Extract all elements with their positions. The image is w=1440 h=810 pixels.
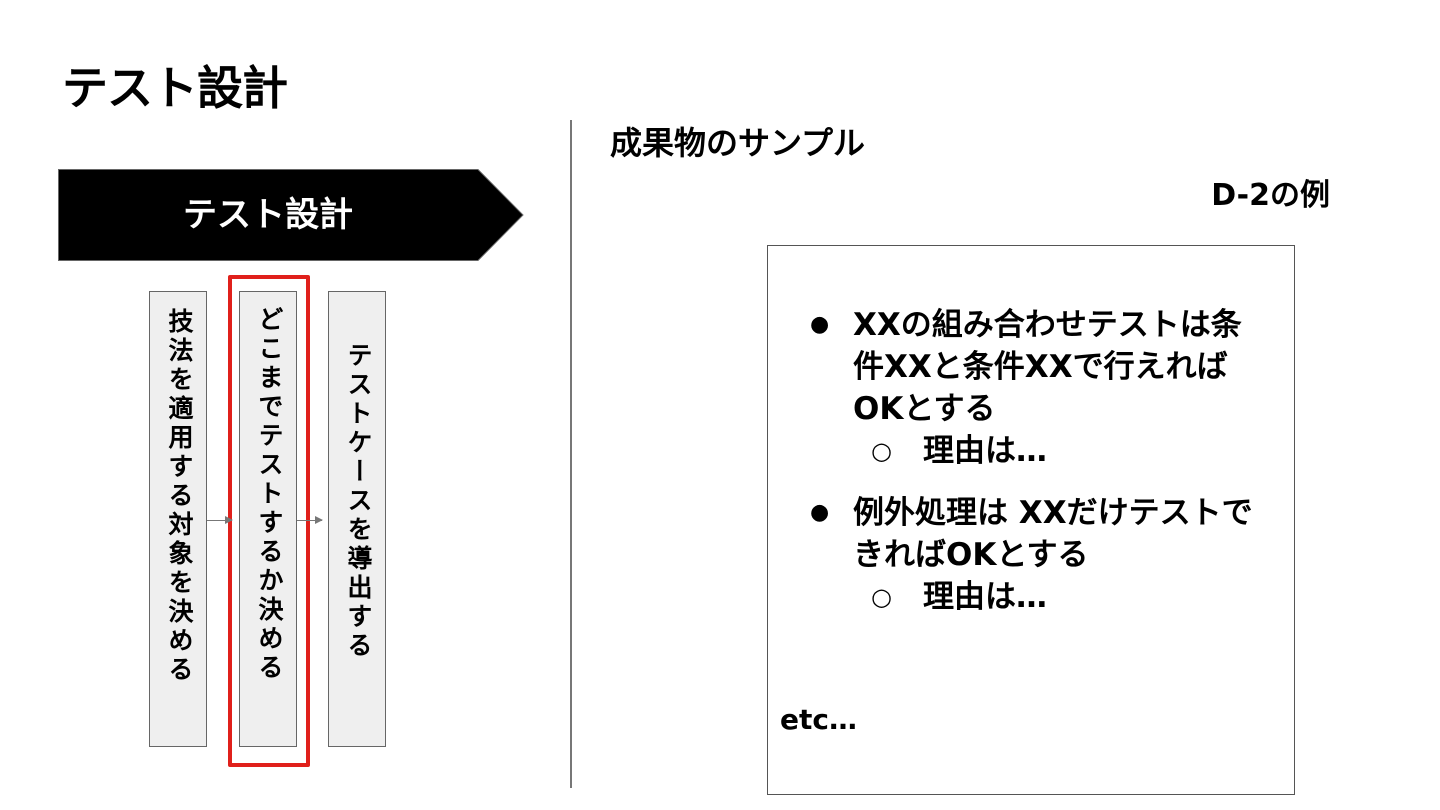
step-derive-test-cases: テストケースを導出する xyxy=(328,291,386,747)
phase-label: テスト設計 xyxy=(183,195,353,235)
circle-bullet-icon: ○ xyxy=(871,437,892,465)
sub-list-item: ○ 理由は… xyxy=(853,576,1263,618)
phase-banner: テスト設計 xyxy=(58,169,524,261)
list-item-text: XXの組み合わせテストは条件XXと条件XXで行えればOKとする xyxy=(853,307,1242,427)
highlight-frame xyxy=(228,275,310,767)
section-heading: 成果物のサンプル xyxy=(610,124,866,162)
step-label: どこまでテストするか決める xyxy=(255,306,284,683)
arrow-right-icon xyxy=(297,516,323,524)
step-label: テストケースを導出する xyxy=(344,342,373,661)
sub-item-text: 理由は… xyxy=(923,433,1047,469)
list-item-text: 例外処理は XXだけテストできればOKとする xyxy=(853,495,1253,573)
step-decide-scope: どこまでテストするか決める xyxy=(239,291,297,747)
sample-box: ● XXの組み合わせテストは条件XXと条件XXで行えればOKとする ○ 理由は…… xyxy=(767,245,1295,795)
etc-text: etc… xyxy=(780,703,857,736)
step-apply-technique: 技法を適用する対象を決める xyxy=(149,291,207,747)
bullet-list: ● XXの組み合わせテストは条件XXと条件XXで行えればOKとする ○ 理由は…… xyxy=(808,304,1263,618)
list-item: ● XXの組み合わせテストは条件XXと条件XXで行えればOKとする ○ 理由は… xyxy=(808,304,1263,472)
list-item: ● 例外処理は XXだけテストできればOKとする ○ 理由は… xyxy=(808,492,1263,618)
banner-arrow-shape xyxy=(58,169,524,261)
bullet-icon: ● xyxy=(810,312,830,337)
page-title: テスト設計 xyxy=(62,61,288,115)
circle-bullet-icon: ○ xyxy=(871,583,892,611)
step-label: 技法を適用する対象を決める xyxy=(165,308,194,685)
sub-list: ○ 理由は… xyxy=(853,430,1263,472)
sub-list-item: ○ 理由は… xyxy=(853,430,1263,472)
sub-item-text: 理由は… xyxy=(923,579,1047,615)
sample-label: D-2の例 xyxy=(1211,178,1330,213)
arrow-right-icon xyxy=(207,516,233,524)
sub-list: ○ 理由は… xyxy=(853,576,1263,618)
bullet-icon: ● xyxy=(810,500,830,525)
vertical-divider xyxy=(570,120,572,788)
